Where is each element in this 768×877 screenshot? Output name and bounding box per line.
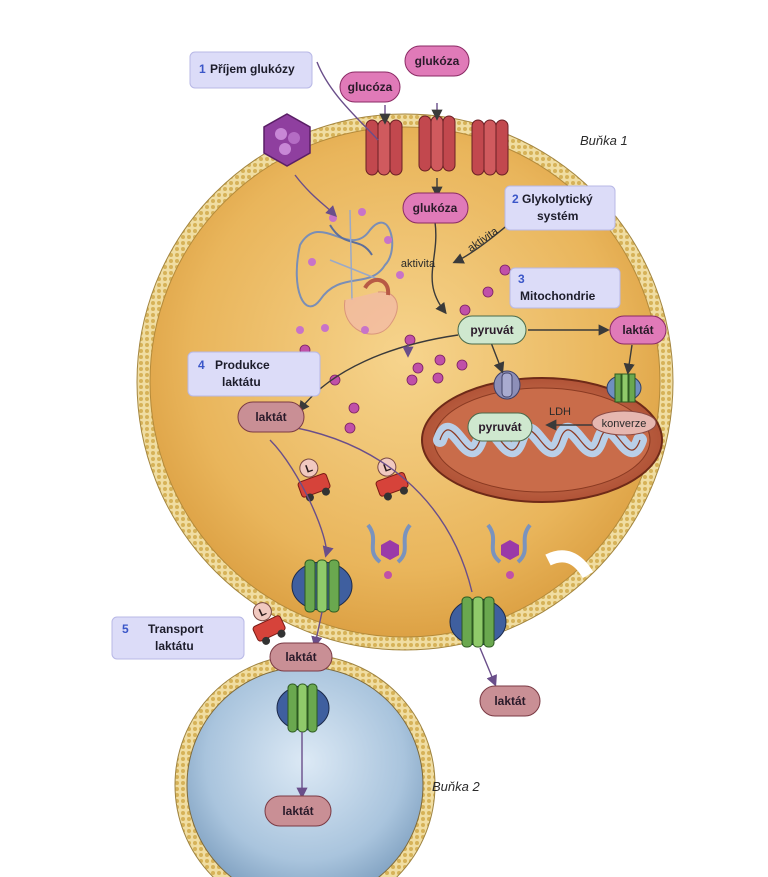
ldh-label: LDH <box>549 406 571 418</box>
lactate-cell2: laktát <box>264 795 332 827</box>
lactate-out-right: laktát <box>479 685 541 717</box>
svg-text:laktátu: laktátu <box>155 639 194 653</box>
svg-text:Transport: Transport <box>148 622 203 636</box>
step-5-box: 5 Transport laktátu <box>111 616 245 660</box>
glut-transporter-icon <box>365 115 509 176</box>
protein-network-icon <box>295 208 404 335</box>
svg-text:1: 1 <box>199 62 206 76</box>
svg-text:2: 2 <box>512 192 519 206</box>
svg-text:L: L <box>382 461 393 475</box>
step-3-box: 3 Mitochondrie <box>509 267 621 309</box>
lactate-cytoplasm-left: laktát <box>237 401 305 433</box>
svg-text:laktát: laktát <box>282 804 313 818</box>
pyruvate-cytoplasm: pyruvát <box>457 315 527 345</box>
hexagon-molecule-icon <box>263 113 311 167</box>
cell1-name: Buňka 1 <box>580 133 628 148</box>
activity-network-label: aktivita <box>401 258 436 270</box>
svg-text:L: L <box>257 606 268 620</box>
svg-text:glucóza: glucóza <box>348 80 393 94</box>
protein-complex-icon <box>366 523 532 579</box>
cell-2: Buňka 2 <box>174 654 480 877</box>
step-1-box: 1 Příjem glukózy <box>189 51 313 89</box>
glucose-ext-left: glucóza <box>339 71 401 103</box>
conversion-badge: konverze <box>591 410 657 436</box>
svg-text:pyruvát: pyruvát <box>478 420 521 434</box>
svg-text:systém: systém <box>537 209 578 223</box>
svg-text:glukóza: glukóza <box>413 201 458 215</box>
svg-text:L: L <box>304 462 315 476</box>
mct-transporter-icon <box>276 370 642 733</box>
svg-text:laktát: laktát <box>622 323 653 337</box>
svg-text:4: 4 <box>198 358 205 372</box>
svg-text:Mitochondrie: Mitochondrie <box>520 289 596 303</box>
cell2-name: Buňka 2 <box>432 779 480 794</box>
cell-1: Buňka 1 <box>136 113 674 651</box>
svg-text:Glykolytický: Glykolytický <box>522 192 593 206</box>
svg-text:5: 5 <box>122 622 129 636</box>
svg-text:3: 3 <box>518 272 525 286</box>
pyruvate-mitochondrion: pyruvát <box>467 412 533 442</box>
svg-text:Produkce: Produkce <box>215 358 270 372</box>
svg-text:laktát: laktát <box>285 650 316 664</box>
svg-text:laktátu: laktátu <box>222 375 261 389</box>
step-2-box: 2 Glykolytický systém <box>504 185 616 231</box>
glucose-ext-right: glukóza <box>404 45 470 77</box>
cytoplasm-molecules <box>299 264 511 434</box>
svg-text:Příjem glukózy: Příjem glukózy <box>210 62 295 76</box>
glucose-intracellular: glukóza <box>402 192 469 224</box>
lactate-out-left: laktát <box>269 642 333 672</box>
step-4-box: 4 Produkce laktátu <box>187 351 321 397</box>
svg-text:glukóza: glukóza <box>415 54 460 68</box>
lactate-cytoplasm-right: laktát <box>609 315 667 345</box>
svg-text:pyruvát: pyruvát <box>470 323 513 337</box>
svg-text:laktát: laktát <box>255 410 286 424</box>
svg-text:laktát: laktát <box>494 694 525 708</box>
svg-text:konverze: konverze <box>602 418 647 430</box>
